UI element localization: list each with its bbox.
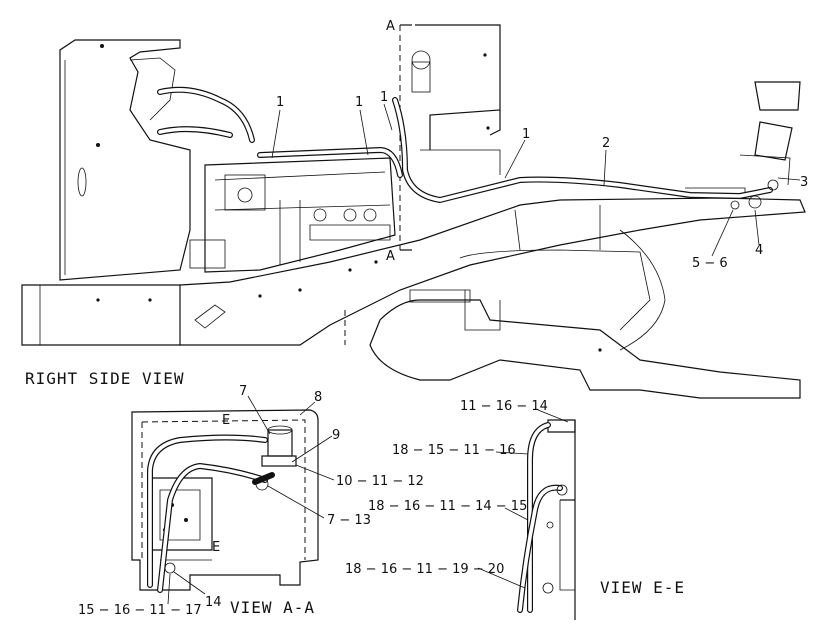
rear-hood bbox=[411, 24, 801, 198]
chassis-frame bbox=[21, 197, 806, 399]
callout-7: 7 bbox=[239, 384, 247, 399]
view-a-a-title: VIEW A-A bbox=[230, 598, 315, 617]
view-e-e-title: VIEW E-E bbox=[600, 578, 685, 597]
callout-4: 4 bbox=[755, 243, 763, 258]
callout-5-6: 5 − 6 bbox=[692, 256, 728, 271]
view-a-a: E E 7 8 9 10 − 11 − 12 7 − 13 14 15 − 16… bbox=[78, 384, 424, 618]
callout-11-16-14: 11 − 16 − 14 bbox=[460, 399, 548, 414]
callout-15-16-11-17: 15 − 16 − 11 − 17 bbox=[78, 603, 202, 618]
section-mark-a-top: A bbox=[386, 19, 395, 34]
view-e-e: 11 − 16 − 14 18 − 15 − 11 − 16 18 − 16 −… bbox=[345, 399, 685, 620]
callout-18-16-11-14-15: 18 − 16 − 11 − 14 − 15 bbox=[368, 499, 527, 514]
callout-1a: 1 bbox=[276, 95, 284, 110]
right-side-view-title: RIGHT SIDE VIEW bbox=[25, 369, 185, 388]
callout-14: 14 bbox=[205, 595, 222, 610]
right-side-view: 1 1 1 1 2 3 4 5 − 6 A A RIGHT SIDE VIEW bbox=[21, 19, 808, 399]
engine-block bbox=[189, 157, 396, 273]
section-mark-e-bottom: E bbox=[212, 540, 220, 555]
callout-1d: 1 bbox=[522, 127, 530, 142]
callout-1b: 1 bbox=[355, 95, 363, 110]
callout-9: 9 bbox=[332, 428, 340, 443]
section-mark-e-top: E bbox=[222, 413, 230, 428]
callout-2: 2 bbox=[602, 136, 610, 151]
callout-3: 3 bbox=[800, 175, 808, 190]
callout-1c: 1 bbox=[380, 90, 388, 105]
leader-lines bbox=[271, 103, 801, 257]
hose-assembly bbox=[157, 86, 779, 210]
callout-7-13: 7 − 13 bbox=[327, 513, 371, 528]
callout-18-16-11-19-20: 18 − 16 − 11 − 19 − 20 bbox=[345, 562, 504, 577]
cab-body bbox=[59, 39, 191, 281]
callout-10-11-12: 10 − 11 − 12 bbox=[336, 474, 424, 489]
callout-8: 8 bbox=[314, 390, 322, 405]
callout-18-15-11-16: 18 − 15 − 11 − 16 bbox=[392, 443, 516, 458]
section-mark-a-bottom: A bbox=[386, 249, 395, 264]
section-line-a bbox=[399, 24, 412, 251]
